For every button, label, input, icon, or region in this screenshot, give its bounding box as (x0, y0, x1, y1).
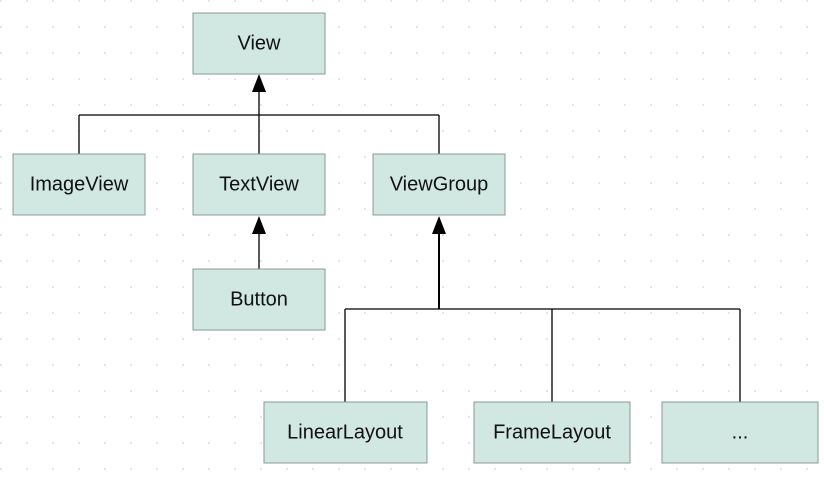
node-linear-layout[interactable]: LinearLayout (263, 401, 428, 464)
node-label: LinearLayout (287, 421, 403, 443)
connectors-viewgroup (344, 216, 741, 402)
node-label: Button (230, 288, 288, 310)
node-label: ViewGroup (390, 173, 489, 195)
node-box (473, 401, 631, 464)
node-box (192, 268, 326, 331)
node-more[interactable]: ... (661, 401, 819, 464)
node-frame-layout[interactable]: FrameLayout (473, 401, 631, 464)
node-box (192, 12, 326, 75)
node-label: View (238, 32, 282, 54)
node-button[interactable]: Button (192, 268, 326, 331)
connectors-view (78, 74, 440, 154)
inheritance-arrow-textview (252, 216, 266, 234)
node-text-view[interactable]: TextView (192, 153, 326, 216)
node-label: ... (732, 421, 749, 443)
node-box (372, 153, 506, 216)
node-view-group[interactable]: ViewGroup (372, 153, 506, 216)
inheritance-arrow-viewgroup (432, 216, 446, 234)
node-image-view[interactable]: ImageView (12, 153, 146, 216)
node-label: TextView (219, 173, 299, 195)
node-label: ImageView (30, 173, 129, 195)
node-label: FrameLayout (493, 421, 611, 443)
node-box (661, 401, 819, 464)
node-view[interactable]: View (192, 12, 326, 75)
node-box (192, 153, 326, 216)
node-box (263, 401, 428, 464)
connectors-textview (252, 216, 266, 269)
inheritance-arrow-view (252, 74, 266, 92)
node-box (12, 153, 146, 216)
